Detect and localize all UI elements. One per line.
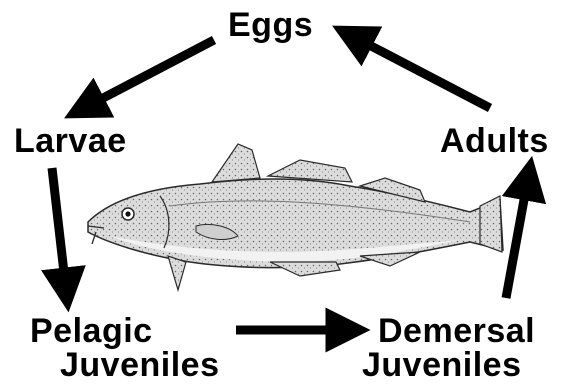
stage-demersal-juveniles-label: Demersal Juveniles bbox=[362, 314, 535, 382]
stage-pelagic-juveniles-label: Pelagic Juveniles bbox=[30, 314, 219, 382]
arrow-demersal-to-adults bbox=[506, 178, 528, 298]
stage-eggs-label: Eggs bbox=[228, 8, 313, 42]
pelagic-line-2: Juveniles bbox=[60, 348, 219, 382]
pelagic-line-1: Pelagic bbox=[30, 314, 219, 348]
arrow-eggs-to-larvae bbox=[84, 40, 214, 108]
arrow-larvae-to-pelagic bbox=[52, 168, 66, 290]
demersal-line-1: Demersal bbox=[378, 314, 535, 348]
stage-adults-label: Adults bbox=[440, 124, 549, 158]
demersal-line-2: Juveniles bbox=[362, 348, 535, 382]
arrow-adults-to-eggs bbox=[352, 36, 490, 108]
stage-larvae-label: Larvae bbox=[14, 124, 127, 158]
